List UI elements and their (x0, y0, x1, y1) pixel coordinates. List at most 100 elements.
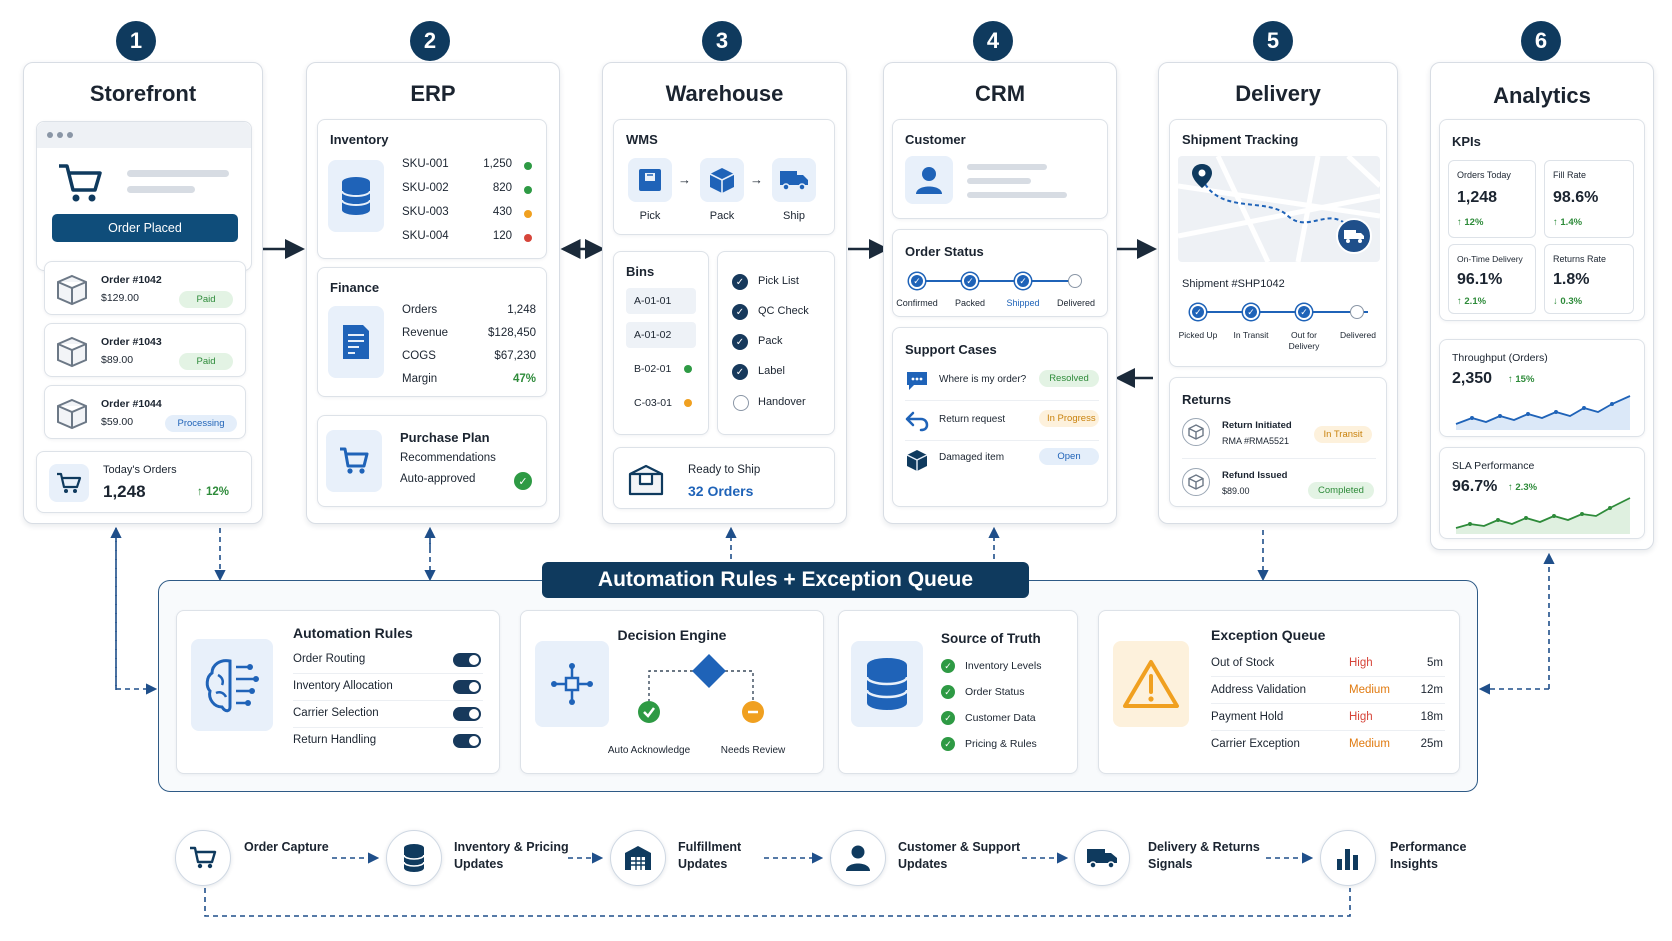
crm-title: CRM (974, 81, 1026, 106)
order-status-title: Order Status (905, 244, 984, 259)
package-icon (57, 398, 87, 430)
stock-status-dot (524, 162, 532, 170)
wms-step-label: Pack (709, 210, 735, 222)
rule-toggle[interactable] (453, 653, 481, 667)
flow-arrow-icon: → (678, 172, 691, 187)
bin-item[interactable]: A-01-02 (626, 322, 696, 348)
throughput-sparkline (1455, 395, 1631, 430)
user-icon (905, 156, 953, 204)
stock-status-dot (524, 186, 532, 194)
erp-title: ERP (410, 81, 456, 106)
step-done-icon: ✓ (1296, 304, 1312, 320)
throughput-value: 2,350 (1452, 370, 1493, 387)
up-arrow-icon: ↑ (1508, 482, 1516, 493)
kpi-tile[interactable]: Returns Rate 1.8% ↓ 0.3% (1544, 244, 1634, 314)
ready-to-ship-value[interactable]: 32 Orders (688, 483, 754, 499)
todays-orders-label: Today's Orders (103, 464, 177, 476)
check-circle-icon: ✓ (941, 685, 955, 699)
returns-panel: Returns Return Initiated RMA #RMA5521 In… (1169, 377, 1387, 507)
kpi-tile[interactable]: On-Time Delivery 96.1% ↑ 2.1% (1448, 244, 1536, 314)
rule-label: Carrier Selection (293, 707, 379, 719)
check-icon: ✓ (732, 364, 748, 380)
flow-step-label: Performance (1390, 840, 1467, 854)
needs-review-label: Needs Review (720, 745, 786, 756)
bin-item[interactable]: B-02-01 (626, 356, 696, 382)
exception-label[interactable]: Payment Hold (1211, 711, 1284, 723)
delivery-card: Delivery Shipment Tracking Shipment #SHP… (1158, 62, 1398, 524)
bin-item[interactable]: C-03-01 (626, 390, 696, 416)
finance-title: Finance (330, 280, 380, 295)
kpis-panel: KPIs Orders Today 1,248 ↑ 12% Fill Rate … (1439, 119, 1645, 321)
return-label: Refund Issued (1222, 470, 1288, 481)
rule-toggle[interactable] (453, 680, 481, 694)
todays-orders-panel: Today's Orders 1,248 ↑ 12% (36, 451, 252, 513)
order-status-panel: Order Status ✓ ✓ ✓ Confirmed Packed Ship… (892, 229, 1108, 317)
flow-step-label: Updates (898, 857, 948, 871)
database-icon (851, 641, 923, 727)
erp-card: ERP Inventory SKU-001 1,250 SKU-002 820 … (306, 62, 560, 524)
truth-item: Inventory Levels (965, 660, 1042, 672)
throughput-panel: Throughput (Orders) 2,350 ↑ 15% (1439, 339, 1645, 437)
return-box-icon (1182, 418, 1210, 446)
source-of-truth-panel: Source of Truth ✓ Inventory Levels ✓ Ord… (838, 610, 1078, 774)
bins-panel: Bins A-01-01 A-01-02 B-02-01 C-03-01 (613, 251, 709, 435)
purchase-plan-panel: Purchase Plan Recommendations Auto-appro… (317, 415, 547, 507)
tracking-map[interactable] (1178, 156, 1380, 262)
ready-to-ship-panel: Ready to Ship 32 Orders (613, 447, 835, 509)
analytics-title: Analytics (1493, 83, 1591, 108)
kpi-tile[interactable]: Fill Rate 98.6% ↑ 1.4% (1544, 160, 1634, 238)
order-row[interactable]: Order #1043 $89.00 Paid (44, 323, 246, 377)
order-row[interactable]: Order #1044 $59.00 Processing (44, 385, 246, 439)
decision-branch-diagram (638, 654, 764, 723)
shipment-tracking-panel: Shipment Tracking Shipment #SHP1042 ✓ ✓ … (1169, 119, 1387, 367)
pick-icon (628, 158, 672, 202)
exception-label[interactable]: Out of Stock (1211, 657, 1275, 669)
sla-change: ↑ 2.3% (1508, 482, 1538, 493)
flow-step-label: Signals (1148, 857, 1193, 871)
rule-toggle[interactable] (453, 707, 481, 721)
order-id: Order #1044 (101, 398, 162, 410)
step-badge-5: 5 (1253, 21, 1293, 61)
order-status-step: Confirmed (896, 298, 938, 308)
damaged-box-icon (906, 450, 928, 471)
checklist-item: QC Check (758, 305, 809, 317)
finance-label: Orders (402, 304, 438, 316)
check-icon: ✓ (732, 274, 748, 290)
bin-item[interactable]: A-01-01 (626, 288, 696, 314)
up-arrow-icon: ↑ (197, 486, 206, 498)
support-case-label: Damaged item (939, 452, 1005, 463)
delivery-step: In Transit (1233, 330, 1269, 340)
analytics-card: Analytics KPIs Orders Today 1,248 ↑ 12% … (1430, 62, 1654, 550)
bins-title: Bins (626, 264, 655, 279)
return-arrow-icon (905, 411, 929, 432)
step-badge-6: 6 (1521, 21, 1561, 61)
sku-qty: 820 (492, 182, 512, 194)
decision-engine-panel: Decision Engine Auto Acknowledge Needs R… (520, 610, 824, 774)
finance-label: Revenue (402, 327, 449, 339)
checklist-item: Pick List (758, 275, 799, 287)
automation-rules-panel: Automation Rules Order Routing Inventory… (176, 610, 500, 774)
rule-toggle[interactable] (453, 734, 481, 748)
rule-label: Inventory Allocation (293, 680, 393, 692)
truth-item: Order Status (965, 686, 1025, 698)
step-pending-icon (1068, 274, 1082, 288)
exception-queue-title: Exception Queue (1211, 627, 1326, 643)
exception-label[interactable]: Carrier Exception (1211, 738, 1300, 750)
flow-step-label: Delivery & Returns (1148, 840, 1260, 854)
status-badge: In Progress (1039, 410, 1099, 427)
sku-qty: 120 (492, 230, 512, 242)
kpi-tile[interactable]: Orders Today 1,248 ↑ 12% (1448, 160, 1536, 238)
exception-priority: High (1349, 711, 1373, 723)
shipment-tracking-title: Shipment Tracking (1182, 132, 1299, 147)
order-amount: $89.00 (101, 354, 134, 366)
checklist-item: Label (758, 365, 785, 377)
database-icon (328, 160, 384, 232)
order-status-step: Packed (954, 298, 986, 308)
order-row[interactable]: Order #1042 $129.00 Paid (44, 261, 246, 315)
stock-status-dot (524, 210, 532, 218)
sku-label: SKU-002 (402, 182, 449, 194)
exception-label[interactable]: Address Validation (1211, 684, 1307, 696)
status-badge: Paid (179, 291, 233, 308)
order-placed-button[interactable]: Order Placed (52, 214, 238, 242)
exception-priority: Medium (1349, 738, 1390, 750)
